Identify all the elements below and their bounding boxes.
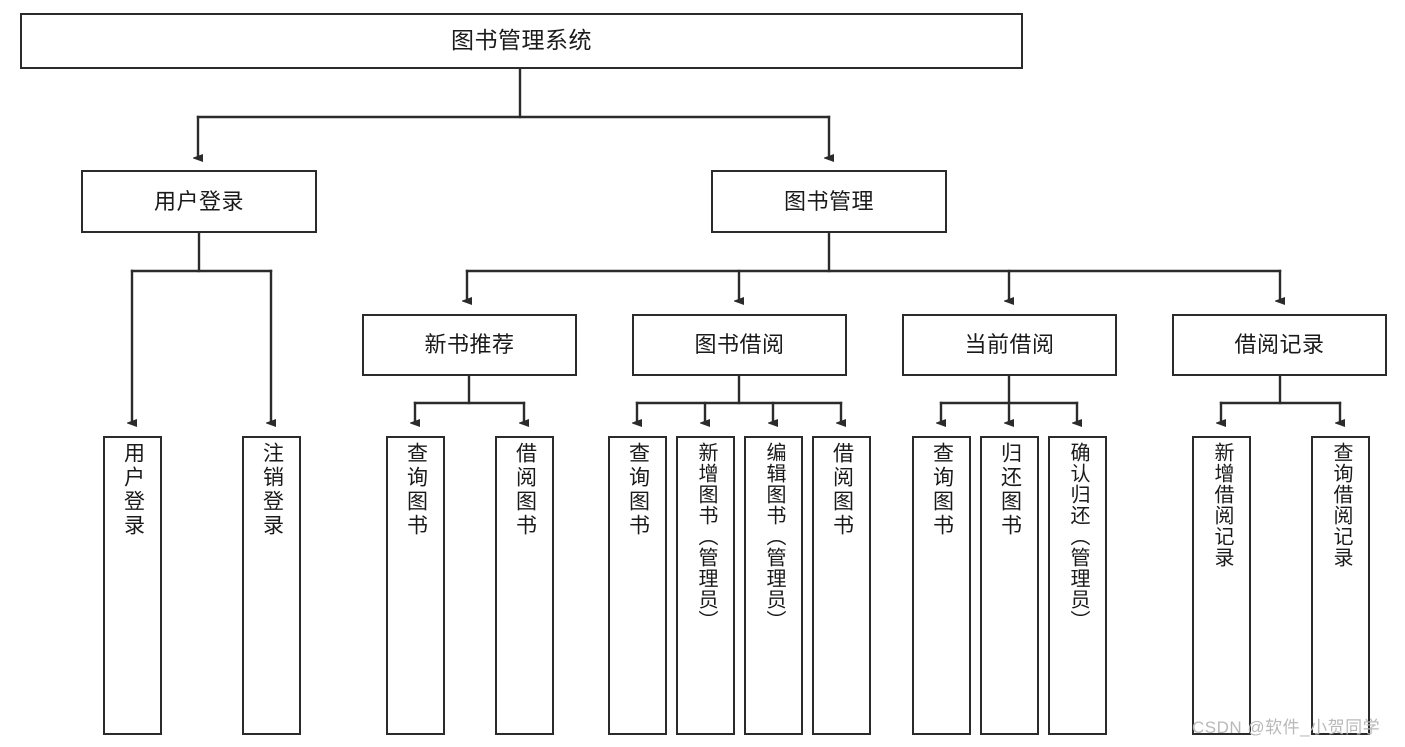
- node-label: 查询图书: [626, 442, 650, 538]
- node-label: 图书借阅: [694, 332, 785, 358]
- node-label: 确认归还（管理员）: [1067, 442, 1089, 631]
- leaf-confirm-return[interactable]: 确认归还（管理员）: [1048, 436, 1107, 735]
- node-label: 编辑图书（管理员）: [763, 442, 785, 631]
- node-book-manage[interactable]: 图书管理: [711, 170, 947, 233]
- csdn-watermark: CSDN @软件_小贺同学: [1192, 718, 1381, 737]
- node-label: 借阅记录: [1234, 332, 1325, 358]
- node-label: 注销登录: [260, 442, 284, 538]
- node-label: 图书管理系统: [451, 27, 592, 54]
- leaf-return-book[interactable]: 归还图书: [980, 436, 1039, 735]
- node-label: 用户登录: [153, 188, 244, 214]
- node-user-login[interactable]: 用户登录: [81, 170, 317, 233]
- node-label: 借阅图书: [513, 442, 537, 538]
- node-label: 查询图书: [930, 442, 954, 538]
- node-label: 查询图书: [404, 442, 428, 538]
- leaf-borrow-book[interactable]: 借阅图书: [812, 436, 871, 735]
- leaf-edit-book[interactable]: 编辑图书（管理员）: [744, 436, 803, 735]
- node-label: 借阅图书: [830, 442, 854, 538]
- leaf-add-book[interactable]: 新增图书（管理员）: [676, 436, 735, 735]
- node-root-system[interactable]: 图书管理系统: [20, 13, 1023, 69]
- node-label: 图书管理: [783, 188, 874, 214]
- node-book-borrow[interactable]: 图书借阅: [632, 314, 847, 376]
- leaf-user-login[interactable]: 用户登录: [103, 436, 162, 735]
- node-borrow-record[interactable]: 借阅记录: [1172, 314, 1387, 376]
- node-label: 新增借阅记录: [1211, 442, 1233, 568]
- node-new-book-recommend[interactable]: 新书推荐: [362, 314, 577, 376]
- node-label: 用户登录: [121, 442, 145, 538]
- node-label: 新书推荐: [424, 332, 515, 358]
- node-current-borrow[interactable]: 当前借阅: [902, 314, 1117, 376]
- node-label: 当前借阅: [964, 332, 1055, 358]
- leaf-borrow-book-recommend[interactable]: 借阅图书: [495, 436, 554, 735]
- leaf-add-borrow-record[interactable]: 新增借阅记录: [1192, 436, 1251, 735]
- leaf-logout-login[interactable]: 注销登录: [242, 436, 301, 735]
- leaf-query-book-current[interactable]: 查询图书: [912, 436, 971, 735]
- node-label: 归还图书: [998, 442, 1022, 538]
- leaf-query-book-borrow[interactable]: 查询图书: [608, 436, 667, 735]
- leaf-query-borrow-record[interactable]: 查询借阅记录: [1311, 436, 1370, 735]
- node-label: 新增图书（管理员）: [695, 442, 717, 631]
- leaf-query-book-recommend[interactable]: 查询图书: [386, 436, 445, 735]
- node-label: 查询借阅记录: [1330, 442, 1352, 568]
